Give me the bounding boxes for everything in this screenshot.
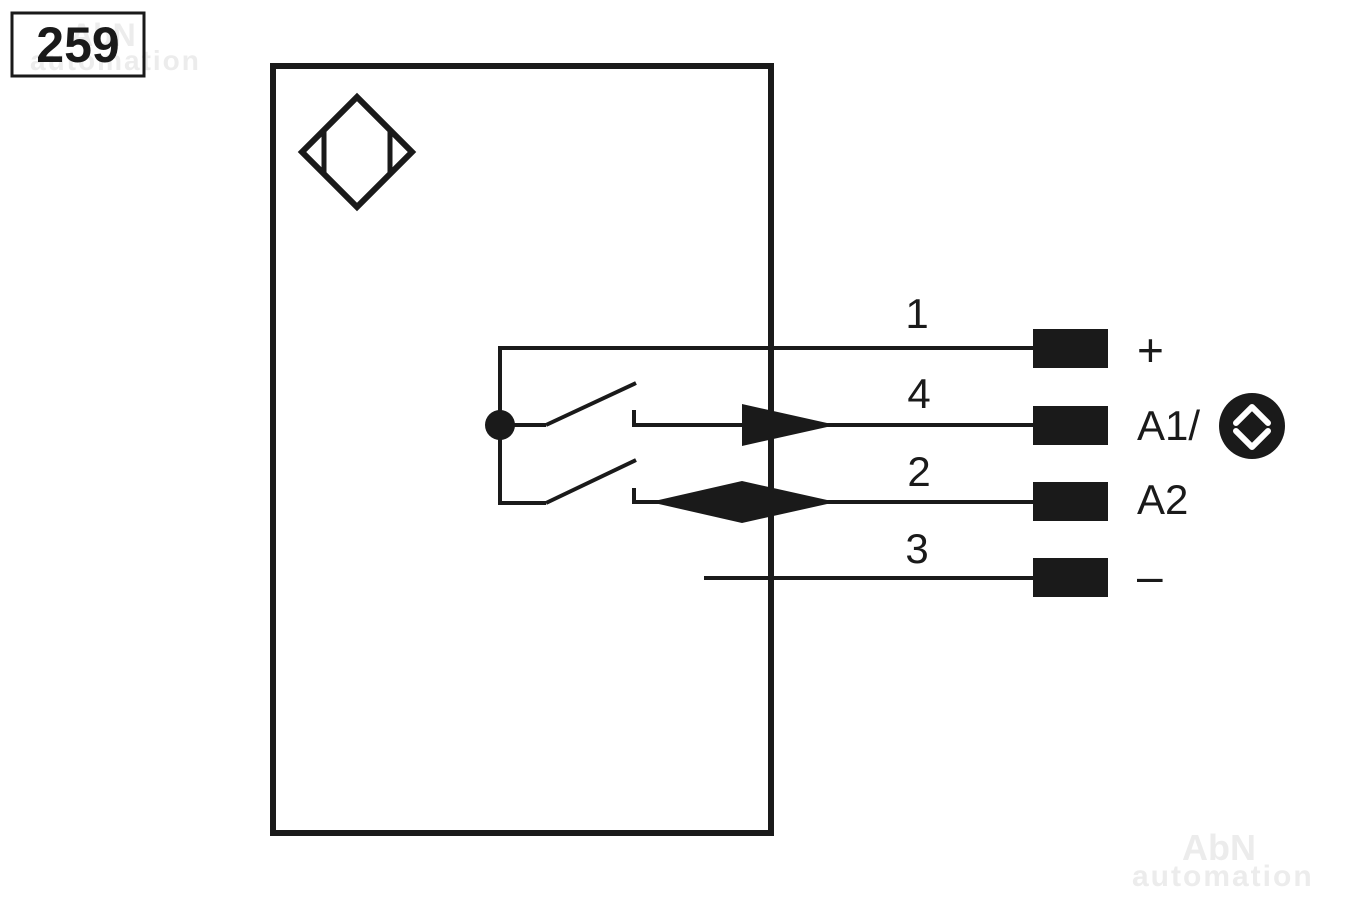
- inductive-sensor-diamond-icon: [297, 92, 417, 212]
- output-rhombus-a2: [650, 481, 836, 523]
- terminal-pin-4: [1033, 406, 1108, 445]
- terminal-blocks: [1033, 329, 1108, 597]
- signal-label-a1: A1/: [1137, 402, 1200, 449]
- pin-number-2: 2: [907, 448, 930, 495]
- terminal-pin-3: [1033, 558, 1108, 597]
- switch-contact-1: [545, 381, 637, 427]
- terminal-pin-1: [1033, 329, 1108, 368]
- watermark-top-left: AbN automation: [30, 17, 201, 76]
- output-line-a1: [632, 410, 1035, 427]
- watermark-brand-top: AbN: [70, 17, 136, 53]
- watermark-word-bottom: automation: [1132, 860, 1314, 893]
- pin-number-1: 1: [905, 290, 928, 337]
- terminal-pin-2: [1033, 482, 1108, 521]
- pin-number-4: 4: [907, 370, 930, 417]
- programmable-output-icon: [1219, 393, 1285, 459]
- pin-number-3: 3: [905, 525, 928, 572]
- watermark-brand-bottom: AbN: [1182, 827, 1256, 868]
- common-branch-line: [498, 425, 546, 505]
- watermark-word-top: automation: [30, 45, 201, 76]
- sensor-housing: [270, 63, 774, 836]
- supply-line: [498, 346, 1035, 425]
- watermark-bottom-right: AbN automation: [1132, 827, 1314, 893]
- switch-circuit: [485, 346, 1035, 580]
- signal-labels: + A1/ A2 –: [1137, 324, 1200, 602]
- pin-numbers: 1 4 2 3: [905, 290, 930, 572]
- signal-label-a2: A2: [1137, 476, 1188, 523]
- diagram-id-frame: [10, 11, 146, 78]
- output-arrow-a1: [742, 404, 836, 446]
- junction-dot: [485, 410, 515, 440]
- diagram-id-box: 259: [10, 11, 146, 78]
- switch-contact-2: [545, 458, 637, 505]
- signal-label-minus: –: [1137, 550, 1163, 602]
- output-line-a2: [632, 488, 1035, 504]
- signal-label-plus: +: [1137, 324, 1164, 376]
- diagram-id-label: 259: [36, 17, 119, 73]
